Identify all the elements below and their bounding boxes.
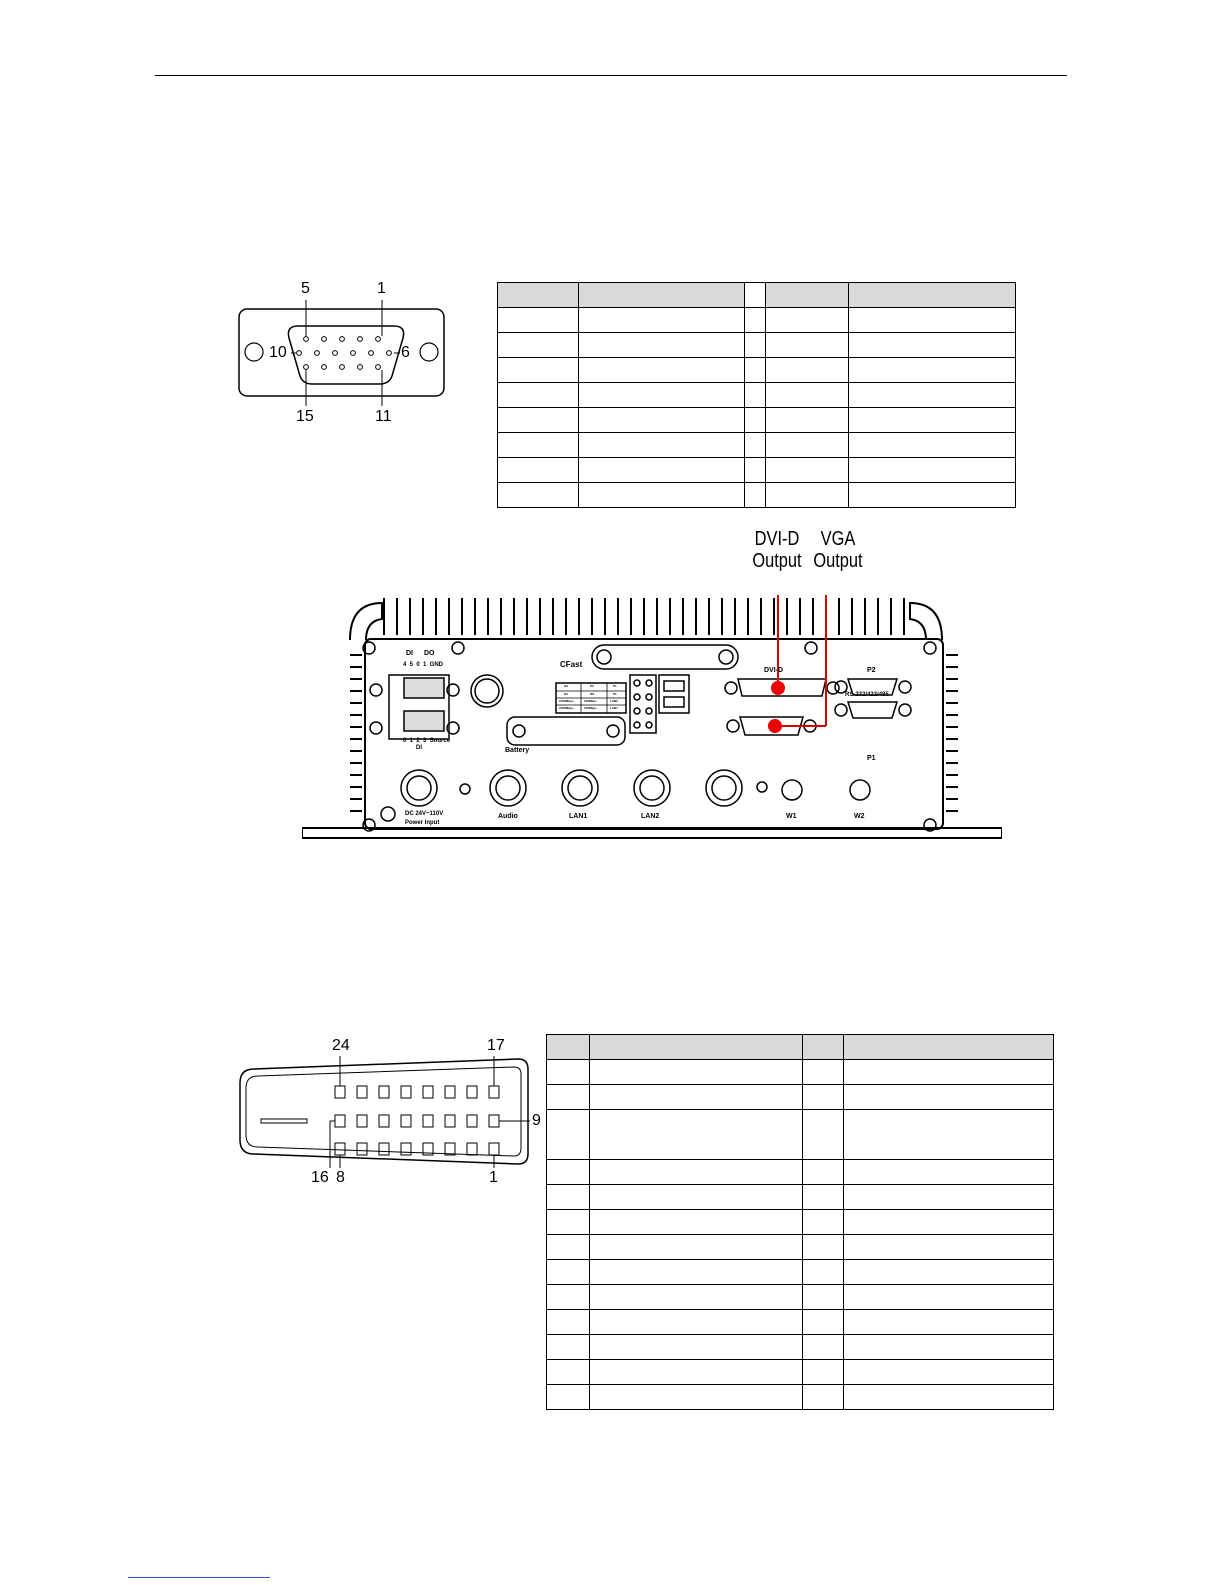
dvi-connector-diagram: 24 17 9 16 8 1 <box>236 1034 551 1199</box>
dvi-pin-table <box>546 1034 1054 1410</box>
table-row <box>497 332 1016 358</box>
vga-connector-diagram: 5 1 10 6 15 11 <box>236 278 446 428</box>
panel-lan1-label: LAN1 <box>569 813 588 820</box>
footer-link-underline[interactable] <box>128 1577 270 1578</box>
panel-di-top-pins: 4 5 0 1 GND <box>403 662 444 668</box>
panel-dvid-label: DVI-D <box>764 667 784 674</box>
vga-callout-line1: VGA <box>820 528 856 550</box>
vga-output-callout: VGA Output <box>805 528 871 572</box>
panel-led-r0c0: HA <box>564 684 569 688</box>
table-row <box>546 1384 1054 1410</box>
table-row <box>497 357 1016 383</box>
panel-led-r3c2: LAN1 <box>610 706 618 710</box>
panel-led-r1c1: W1 <box>590 692 595 696</box>
panel-led-r2c1: 100Mbps <box>584 699 597 703</box>
panel-audio-label: Audio <box>498 813 518 820</box>
table-row <box>546 1284 1054 1310</box>
panel-led-r1c0: HV <box>564 692 569 696</box>
panel-led-r3c0: 1000Mbps <box>559 706 574 710</box>
table-row <box>497 307 1016 333</box>
table-row <box>546 1084 1054 1110</box>
dvi-pin-24-label: 24 <box>332 1037 350 1054</box>
vga-pin-15-label: 15 <box>296 408 314 425</box>
table-row <box>546 1234 1054 1260</box>
table-row <box>546 1259 1054 1285</box>
table-row <box>546 1334 1054 1360</box>
panel-rs-label: RS-232/422/485 <box>845 692 889 698</box>
table-row <box>546 1309 1054 1335</box>
vga-pin-11-label: 11 <box>375 408 392 425</box>
table-row <box>497 407 1016 433</box>
panel-p1-label: P1 <box>867 755 876 762</box>
dvi-connector-icon <box>239 1056 530 1168</box>
table-row <box>546 1159 1054 1185</box>
dvi-output-callout: DVI-D Output <box>744 528 810 572</box>
table-row <box>497 432 1016 458</box>
panel-led-r2c0: 1000Mbps <box>559 699 574 703</box>
panel-lan2-label: LAN2 <box>641 813 660 820</box>
table-row <box>546 1109 1054 1160</box>
panel-cfast-label: CFast <box>560 660 583 669</box>
panel-p2-label: P2 <box>867 667 876 674</box>
vga-pin-table <box>497 282 1016 508</box>
dvi-pin-9-label: 9 <box>532 1112 541 1129</box>
vga-pin-5-label: 5 <box>301 280 310 297</box>
dvi-callout-line1: DVI-D <box>754 528 800 550</box>
panel-di-label: DI <box>406 650 413 657</box>
vga-callout-line2: Output <box>813 550 863 572</box>
panel-led-r0c2: P1 <box>613 684 617 688</box>
rear-panel-icon <box>302 595 1002 839</box>
panel-do-label: DO <box>424 650 435 657</box>
vga-pin-1-label: 1 <box>377 280 386 297</box>
dvi-pin-16-label: 16 <box>311 1169 329 1186</box>
dvi-pin-8-label: 8 <box>336 1169 345 1186</box>
dvi-pin-17-label: 17 <box>487 1037 505 1054</box>
table-header-row <box>546 1034 1054 1060</box>
vga-pin-10-label: 10 <box>269 344 287 361</box>
panel-led-r3c1: 100Mbps <box>584 706 597 710</box>
dvi-callout-line2: Output <box>752 550 802 572</box>
table-row <box>546 1059 1054 1085</box>
table-row <box>546 1359 1054 1385</box>
vga-connector-icon <box>238 300 445 406</box>
table-row <box>546 1184 1054 1210</box>
panel-power-input-label: Power Input <box>405 820 440 826</box>
panel-led-r1c2: P1 <box>613 692 617 696</box>
table-row <box>497 457 1016 483</box>
table-row <box>497 482 1016 508</box>
panel-w2-label: W2 <box>854 813 865 820</box>
header-rule <box>155 75 1067 76</box>
panel-battery-label: Battery <box>505 747 530 754</box>
panel-di-bottom-label: DI <box>416 745 422 751</box>
dvi-pin-1-label: 1 <box>489 1169 498 1186</box>
panel-led-r2c2: LAN2 <box>610 699 618 703</box>
table-row <box>546 1209 1054 1235</box>
table-row <box>497 382 1016 408</box>
panel-led-r0c1: P2 <box>590 684 594 688</box>
vga-pin-6-label: 6 <box>401 344 410 361</box>
panel-w1-label: W1 <box>786 813 797 820</box>
panel-di-bottom-pins: 0 1 2 3 Source <box>403 738 451 744</box>
table-header-row <box>497 282 1016 308</box>
panel-power-label: DC 24V~110V <box>405 811 444 817</box>
rear-panel-drawing: DI DO 4 5 0 1 GND 0 1 2 3 Source DI CFas… <box>302 595 1002 845</box>
